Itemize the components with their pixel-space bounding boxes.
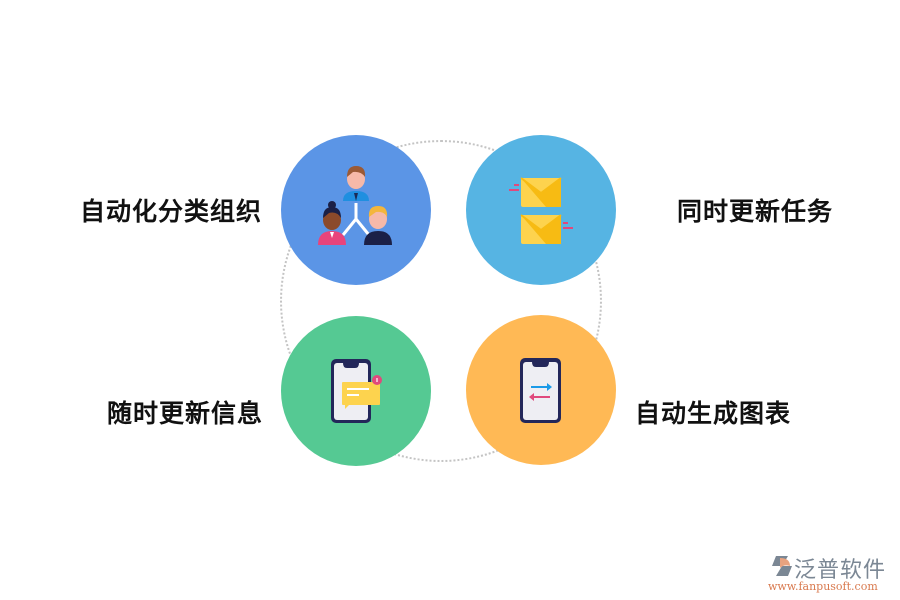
brand-url: www.fanpusoft.com — [768, 580, 878, 593]
dotted-connector-ring — [280, 140, 602, 462]
node-tasks-circle — [466, 135, 616, 285]
fanpu-logo-icon — [772, 556, 792, 576]
team-hierarchy-icon — [318, 166, 392, 245]
node-org-circle — [281, 135, 431, 285]
label-charts: 自动生成图表 — [635, 399, 792, 428]
label-info: 随时更新信息 — [107, 399, 264, 428]
brand-name: 泛普软件 — [794, 558, 887, 583]
label-tasks: 同时更新任务 — [677, 197, 834, 226]
phone-message-icon — [331, 359, 382, 423]
envelopes-icon — [509, 177, 573, 244]
phone-sync-icon — [520, 358, 561, 423]
label-org: 自动化分类组织 — [80, 197, 263, 226]
brand-logo: 泛普软件 www.fanpusoft.com — [768, 552, 898, 598]
node-info-circle — [281, 316, 431, 466]
node-charts-circle — [466, 315, 616, 465]
